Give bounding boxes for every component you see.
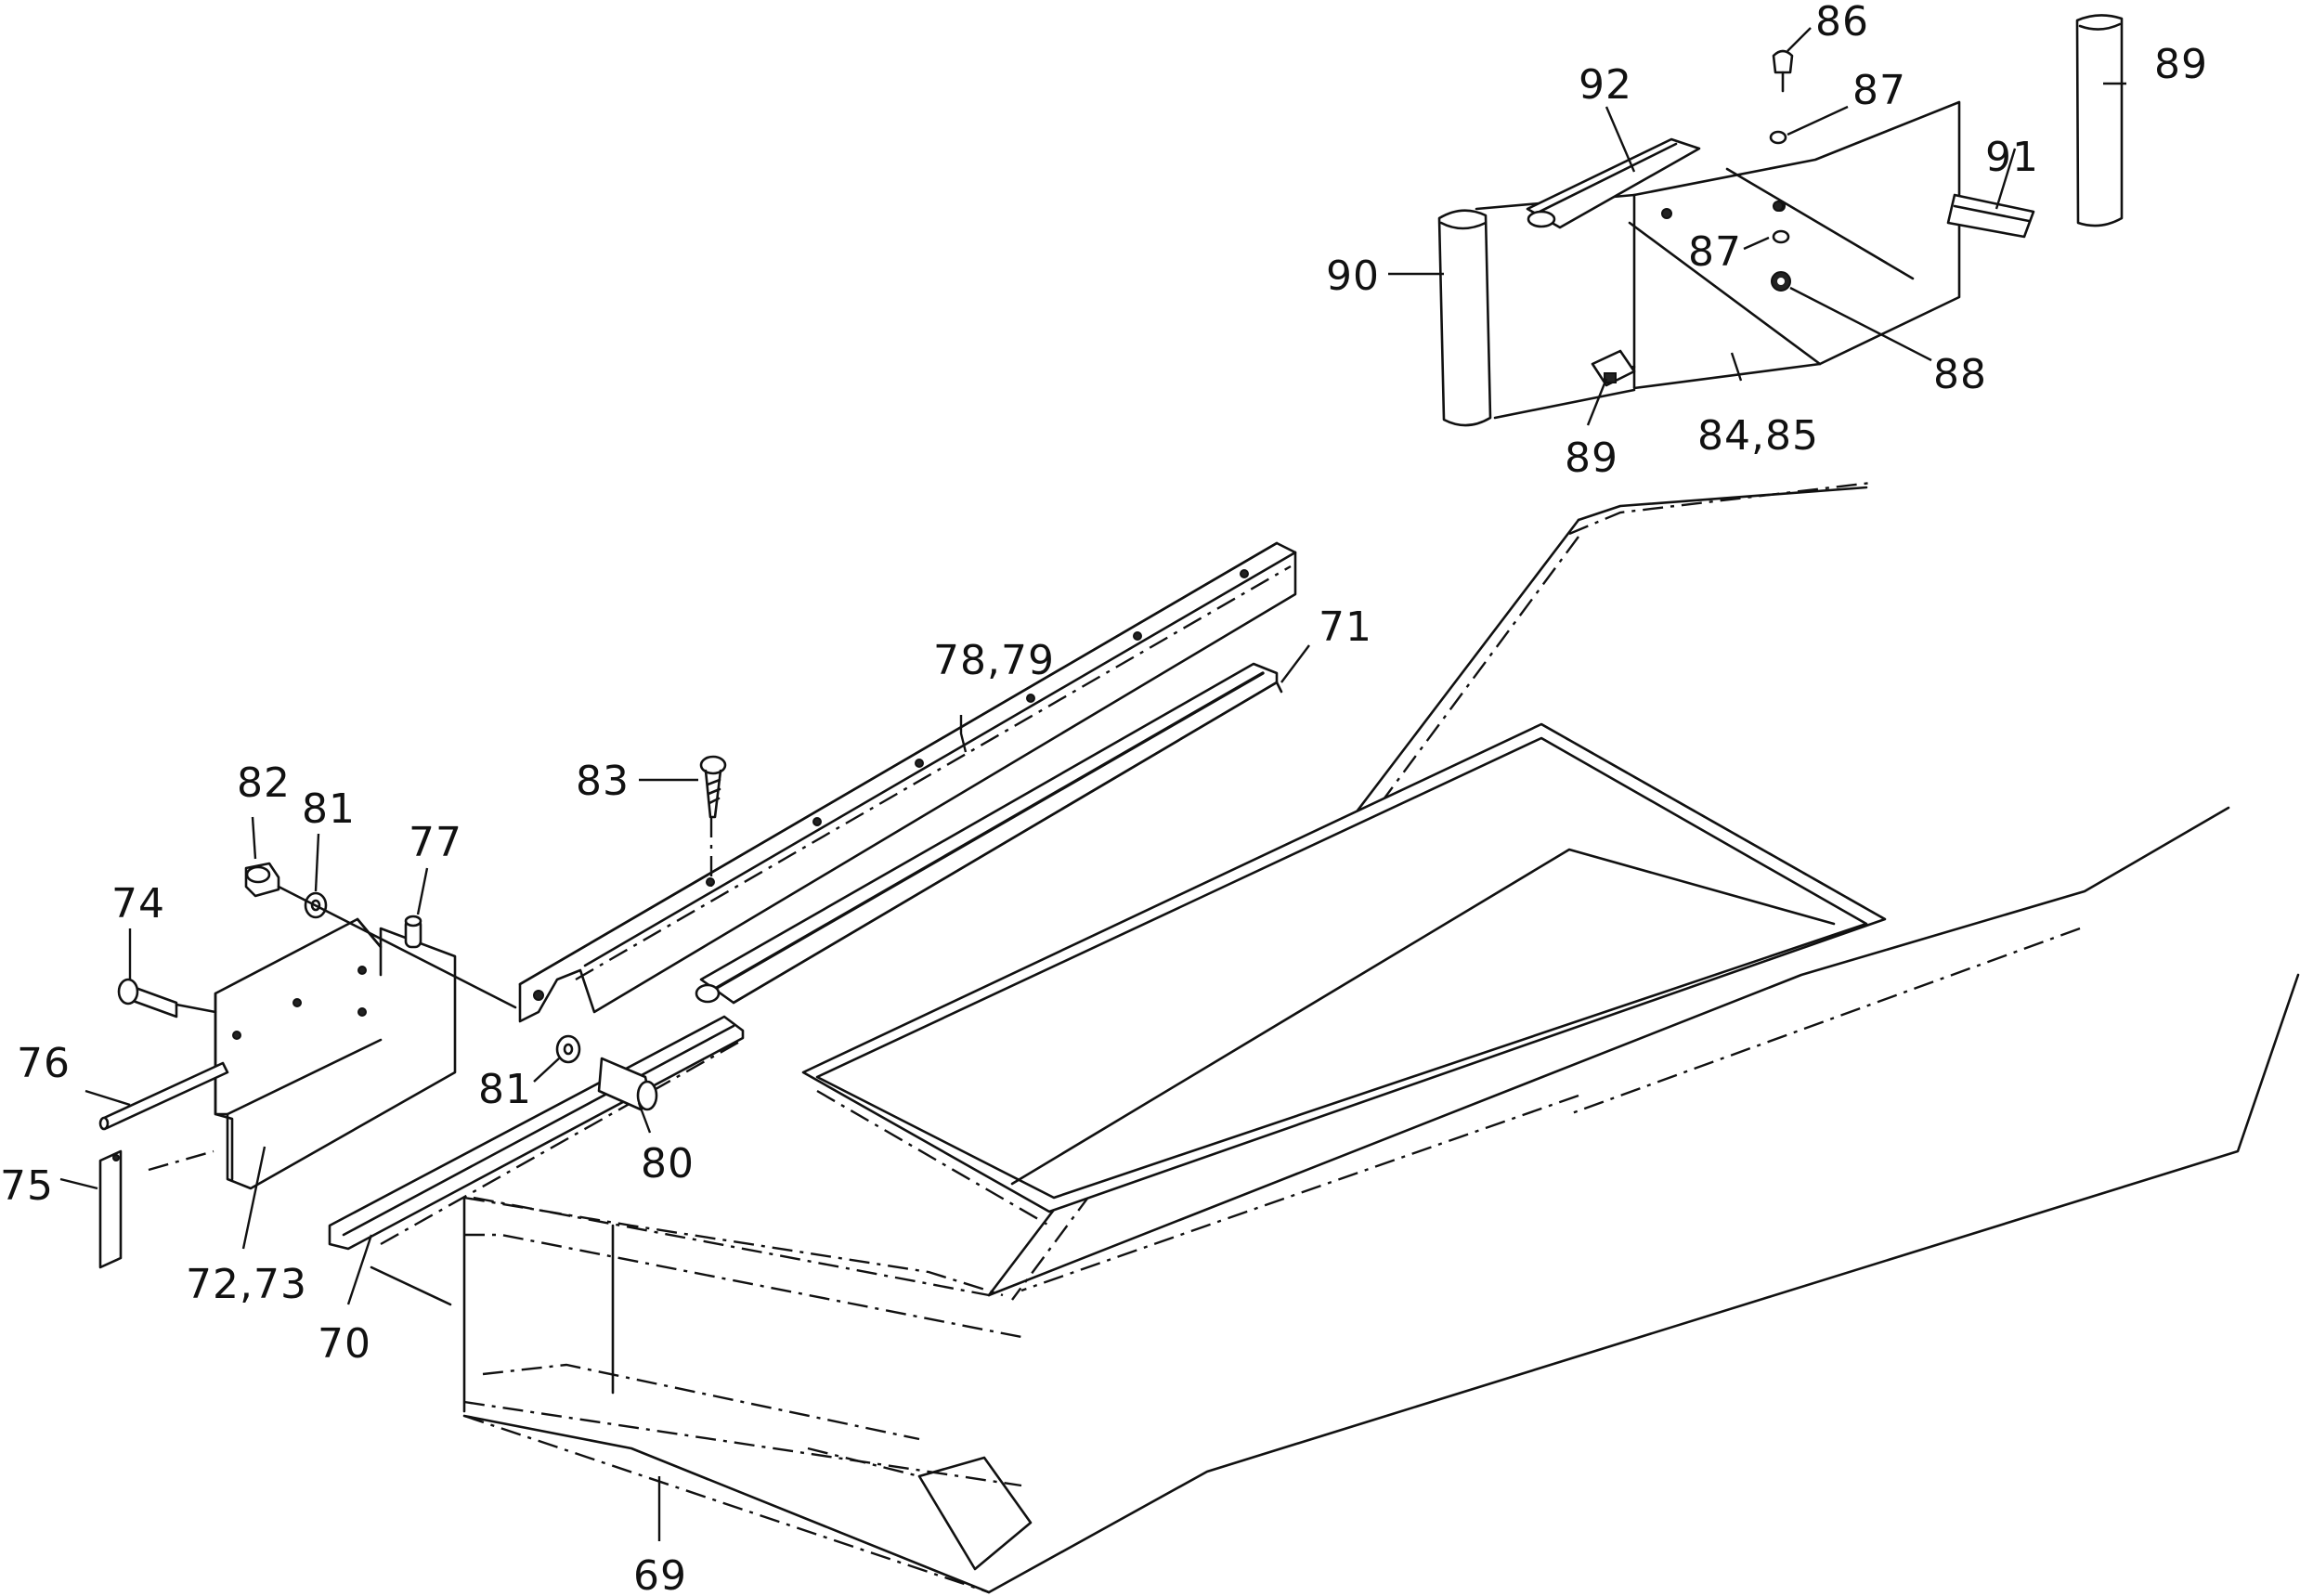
callout-86: 86	[1815, 0, 1869, 45]
nut-82	[244, 862, 280, 898]
bolt-74	[117, 978, 217, 1019]
rod-90	[1437, 209, 1492, 427]
plate-75	[98, 1149, 123, 1269]
callout-74: 74	[111, 880, 165, 928]
screw-83	[699, 755, 727, 887]
callout-82: 82	[237, 759, 291, 807]
bracket-89-lower	[1591, 349, 1636, 387]
callout-labels: 86 92 87 89 91 90 87 88 84,85 89 78,79 7…	[0, 0, 2208, 1596]
screw-86	[1772, 49, 1794, 93]
callout-71: 71	[1319, 603, 1372, 651]
nut-88	[1771, 271, 1791, 292]
table-body-69	[370, 481, 2300, 1594]
table-opening	[801, 722, 1887, 1227]
callout-90: 90	[1326, 253, 1380, 300]
callout-88: 88	[1933, 351, 1987, 398]
washer-81-lower	[555, 1034, 581, 1064]
callout-87-upper: 87	[1852, 67, 1906, 114]
callout-92: 92	[1579, 61, 1632, 109]
callout-84-85: 84,85	[1697, 412, 1819, 460]
rail-71	[695, 662, 1283, 1005]
callout-89-lower: 89	[1565, 435, 1618, 482]
callout-81-lower: 81	[478, 1066, 532, 1113]
bracket-72-73	[148, 917, 457, 1190]
leader-lines	[59, 27, 2126, 1541]
callout-91: 91	[1985, 134, 2039, 181]
rod-89-upper	[2075, 14, 2124, 227]
washer-87-upper	[1769, 130, 1787, 145]
callout-81-upper: 81	[302, 785, 356, 833]
callout-76: 76	[17, 1040, 71, 1087]
washer-87-lower	[1772, 201, 1790, 244]
callout-83: 83	[576, 758, 630, 805]
bolt-80	[597, 1057, 658, 1111]
callout-80: 80	[641, 1140, 695, 1187]
callout-72-73: 72,73	[186, 1261, 307, 1308]
hinge-91	[1946, 193, 2035, 239]
hinge-92	[1526, 137, 1701, 229]
callout-87-lower: 87	[1688, 228, 1742, 276]
washer-81-upper	[277, 885, 517, 1009]
pin-77	[404, 915, 422, 949]
callout-78-79: 78,79	[933, 637, 1055, 684]
callout-77: 77	[409, 819, 462, 866]
callout-69: 69	[633, 1552, 687, 1596]
guard-plate-84-85	[1475, 100, 1961, 420]
callout-75: 75	[0, 1162, 54, 1210]
callout-89-upper: 89	[2154, 41, 2208, 88]
callout-70: 70	[318, 1320, 371, 1368]
pin-76	[98, 1061, 229, 1131]
rail-78-79	[518, 541, 1297, 1023]
